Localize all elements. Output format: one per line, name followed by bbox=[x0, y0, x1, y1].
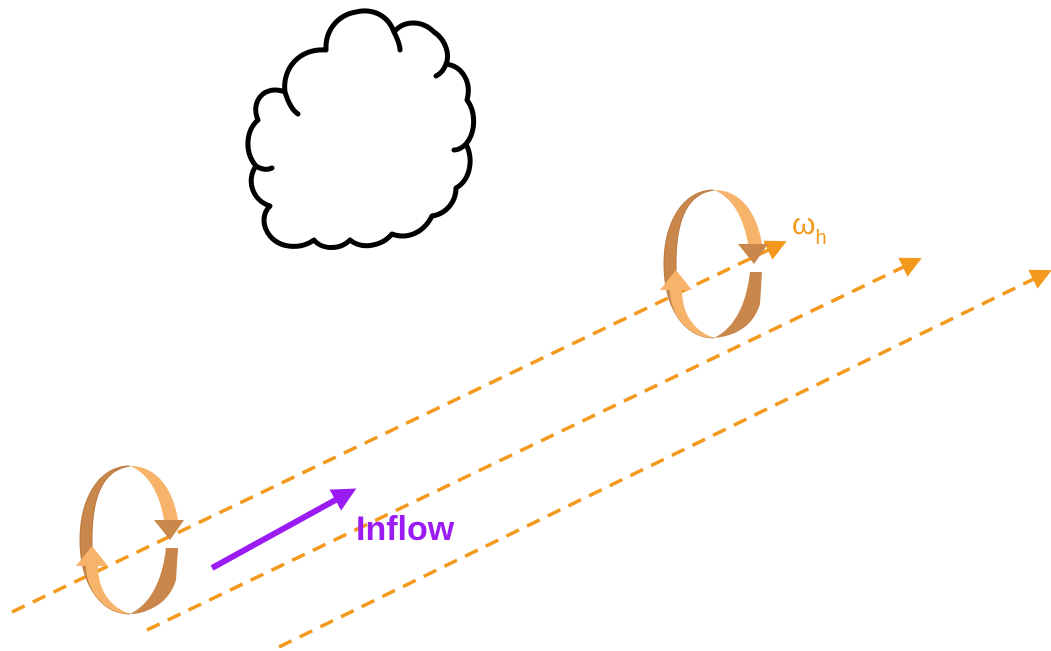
cloud-inner-bump-right bbox=[433, 61, 449, 79]
vortex-rotation-icon-lower bbox=[76, 465, 184, 615]
inflow-arrow bbox=[210, 488, 357, 571]
cloud-inner-bump-top bbox=[391, 29, 403, 53]
cloud-inner-bump-left2 bbox=[253, 163, 275, 172]
streamline-3 bbox=[278, 269, 1051, 649]
streamline-1 bbox=[11, 240, 787, 614]
streamline-2 bbox=[146, 257, 922, 632]
cloud-inner-bump-left bbox=[282, 89, 301, 117]
inflow-label: Inflow bbox=[356, 510, 455, 548]
omega-symbol: ω bbox=[792, 208, 815, 241]
cloud-inner-bump-right2 bbox=[451, 141, 469, 153]
cloud-outline bbox=[245, 8, 477, 250]
omega-subscript: h bbox=[815, 227, 826, 249]
omega-h-label: ωh bbox=[792, 208, 827, 249]
vortex-rotation-icon-upper bbox=[660, 189, 768, 339]
